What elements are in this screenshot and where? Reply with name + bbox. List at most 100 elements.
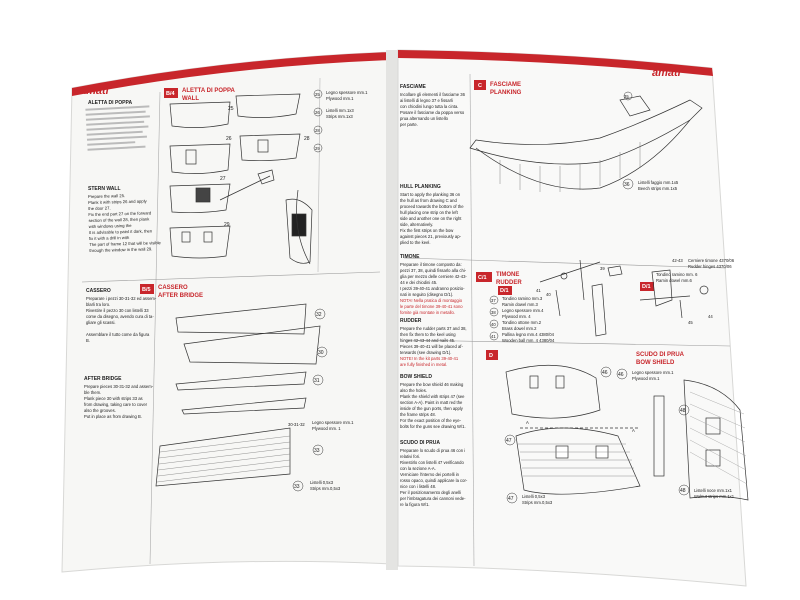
- fasciame-text: Incollare gli elementi il fasciame 36 ai…: [400, 92, 466, 127]
- svg-text:46: 46: [618, 372, 624, 378]
- d1-tag-right: [640, 282, 654, 291]
- svg-text:are fully finished in metal.: are fully finished in metal.: [400, 362, 447, 367]
- svg-text:40: 40: [546, 292, 551, 297]
- svg-text:Legno spessore mm.1: Legno spessore mm.1: [632, 370, 674, 375]
- svg-text:Plank it with strips 26 and ap: Plank it with strips 26 and apply: [88, 198, 148, 205]
- svg-text:rosso opaco, quindi applicare: rosso opaco, quindi applicare la cor-: [400, 478, 468, 483]
- svg-text:Verniciare l'interno dei porte: Verniciare l'interno dei portelli in: [400, 472, 460, 477]
- hull-planking-text: Start to apply the planking 36 on the hu…: [400, 192, 464, 245]
- svg-text:Legno spessore mm.1: Legno spessore mm.1: [326, 90, 368, 95]
- svg-text:38: 38: [491, 310, 496, 315]
- svg-text:39: 39: [600, 266, 605, 271]
- svg-text:29: 29: [315, 146, 320, 151]
- svg-text:terwards (see drawing D/1).: terwards (see drawing D/1).: [400, 350, 451, 355]
- svg-text:then fix them to the keel usin: then fix them to the keel using: [400, 332, 456, 337]
- panel-b4-title-it: ALETTA DI POPPA: [182, 88, 236, 94]
- svg-text:Prepare the wall 25.: Prepare the wall 25.: [88, 193, 125, 199]
- svg-text:hinges 42-43-44 and nails 45.: hinges 42-43-44 and nails 45.: [400, 338, 455, 343]
- svg-text:25: 25: [228, 106, 234, 112]
- svg-text:46: 46: [602, 370, 608, 376]
- left-brand-logo: amati: [80, 85, 110, 97]
- svg-text:fornite già montate in metallo: fornite già montate in metallo.: [400, 310, 455, 315]
- scudo-heading: SCUDO DI PRUA: [400, 440, 440, 446]
- panel-b5-title-en: AFTER BRIDGE: [158, 293, 203, 299]
- svg-text:Fix the first strips on the bo: Fix the first strips on the bow: [400, 228, 454, 233]
- svg-text:It is advisable to paint it da: It is advisable to paint it dark, then: [89, 228, 153, 235]
- svg-text:C/1: C/1: [478, 275, 487, 281]
- svg-text:25: 25: [315, 92, 320, 97]
- svg-text:proceed towards the bottom of: proceed towards the bottom of the: [400, 204, 464, 209]
- svg-text:con la sezione A-A.: con la sezione A-A.: [400, 466, 436, 471]
- svg-text:D/1: D/1: [500, 288, 509, 294]
- svg-text:nati in seguito (disegno D/1).: nati in seguito (disegno D/1).: [400, 292, 453, 297]
- svg-text:The part of frame 12 that will: The part of frame 12 that will be visibl…: [89, 240, 161, 247]
- svg-text:41: 41: [536, 288, 541, 293]
- svg-text:per l'imbragatura dei cannoni: per l'imbragatura dei cannoni vede-: [400, 496, 466, 501]
- svg-text:45: 45: [688, 320, 693, 325]
- rudder-part-labels: 39 42-43 Cerniere timone 4370/06 Rudder …: [489, 258, 735, 343]
- svg-text:Preparare il timone composto d: Preparare il timone composto da:: [400, 262, 462, 267]
- svg-text:Listelli 0,5x3: Listelli 0,5x3: [310, 480, 334, 485]
- svg-text:side, alternatively.: side, alternatively.: [400, 222, 433, 227]
- svg-text:33: 33: [294, 484, 300, 490]
- rudder-heading: RUDDER: [400, 318, 422, 324]
- bow-shield-heading: BOW SHIELD: [400, 374, 432, 380]
- svg-text:the frame strips 48.: the frame strips 48.: [400, 412, 436, 417]
- svg-text:42-43: 42-43: [672, 258, 683, 263]
- svg-text:against pieces 21, previously: against pieces 21, previously ap-: [400, 234, 462, 239]
- svg-text:33: 33: [314, 448, 320, 454]
- svg-text:27: 27: [220, 176, 226, 182]
- svg-text:Plywood mm. 1: Plywood mm. 1: [312, 426, 341, 431]
- svg-text:Plywood mm.1: Plywood mm.1: [632, 376, 660, 381]
- left-heading: ALETTA DI POPPA: [88, 100, 132, 106]
- svg-text:Posare il fasciame da poppa ve: Posare il fasciame da poppa verso: [400, 110, 465, 115]
- svg-text:re la figura W/1.: re la figura W/1.: [400, 502, 430, 507]
- svg-text:Preparare lo scudo di prua 46: Preparare lo scudo di prua 46 con i: [400, 448, 465, 453]
- svg-text:Prepare the rudder parts 37 an: Prepare the rudder parts 37 and 38,: [400, 326, 467, 331]
- svg-text:Listelli faggio mm.1x5: Listelli faggio mm.1x5: [638, 180, 679, 185]
- stern-wall-heading: STERN WALL: [88, 186, 121, 192]
- svg-text:For the exact position of the: For the exact position of the eye-: [400, 418, 462, 423]
- svg-text:D: D: [489, 353, 493, 359]
- svg-text:Tondino ramino mm.3: Tondino ramino mm.3: [502, 296, 543, 301]
- timone-text: Preparare il timone composto da: pezzi 3…: [400, 262, 467, 315]
- svg-text:section of the wall 28, then p: section of the wall 28, then plank: [88, 216, 150, 223]
- svg-text:I pezzi 39-40-41 andranno posi: I pezzi 39-40-41 andranno posizio-: [400, 286, 465, 291]
- panel-tag-b4: [164, 88, 178, 98]
- svg-text:A: A: [632, 428, 635, 433]
- svg-text:with windows using the: with windows using the: [89, 223, 133, 229]
- rudder-drawings: [539, 259, 709, 337]
- svg-text:Preparare i pezzi 30-31-32 ed: Preparare i pezzi 30-31-32 ed assem-: [86, 296, 157, 301]
- right-page: amati FASCIAME Incollare gli elementi il…: [397, 49, 749, 587]
- svg-text:B/4: B/4: [166, 91, 176, 97]
- svg-text:Wooden ball mm. 4 4380/04: Wooden ball mm. 4 4380/04: [502, 338, 555, 343]
- svg-text:30: 30: [318, 350, 324, 356]
- svg-text:con chiodini lungo tutta la ci: con chiodini lungo tutta la cinta.: [400, 104, 458, 109]
- svg-text:Rivestirlo con listelli 47 ver: Rivestirlo con listelli 47 verificando: [400, 460, 464, 465]
- panel-b5-title-it: CASSERO: [158, 285, 188, 291]
- cassero-heading: CASSERO: [86, 288, 111, 294]
- svg-text:fix it with a drill in with: fix it with a drill in with: [89, 235, 130, 241]
- svg-text:Start to apply the planking 36: Start to apply the planking 36 on: [400, 192, 461, 197]
- svg-text:also the grooves.: also the grooves.: [84, 408, 116, 413]
- after-bridge-heading: AFTER BRIDGE: [84, 376, 122, 382]
- svg-text:Cerniere timone 4370/06: Cerniere timone 4370/06: [688, 258, 735, 263]
- svg-text:29: 29: [224, 222, 230, 228]
- svg-text:48: 48: [680, 408, 686, 414]
- svg-text:NOTE! In the kit parts 39-40-4: NOTE! In the kit parts 39-40-41: [400, 356, 459, 361]
- svg-text:26: 26: [226, 136, 232, 142]
- panel-c-title-en: PLANKING: [490, 90, 522, 96]
- svg-text:Strips mm.0,5x3: Strips mm.0,5x3: [310, 486, 341, 491]
- svg-text:Listelli mm.1x3: Listelli mm.1x3: [326, 108, 354, 113]
- svg-text:Per il posizionamento degli an: Per il posizionamento degli anelli: [400, 490, 461, 495]
- svg-text:30-31-32: 30-31-32: [288, 422, 305, 427]
- scudo-text: Preparare lo scudo di prua 46 con i rela…: [400, 448, 468, 507]
- svg-text:the door 27.: the door 27.: [88, 205, 110, 211]
- svg-text:41: 41: [491, 334, 496, 339]
- svg-text:relativi fori.: relativi fori.: [400, 454, 420, 459]
- svg-text:Ramin dowel mm.6: Ramin dowel mm.6: [656, 278, 693, 283]
- panel-b4-title-en: WALL: [182, 96, 199, 102]
- svg-text:nice con i listelli 48.: nice con i listelli 48.: [400, 484, 436, 489]
- svg-text:Ramin dowel mm.3: Ramin dowel mm.3: [502, 302, 539, 307]
- svg-text:Beech strips mm.1x5: Beech strips mm.1x5: [638, 186, 678, 191]
